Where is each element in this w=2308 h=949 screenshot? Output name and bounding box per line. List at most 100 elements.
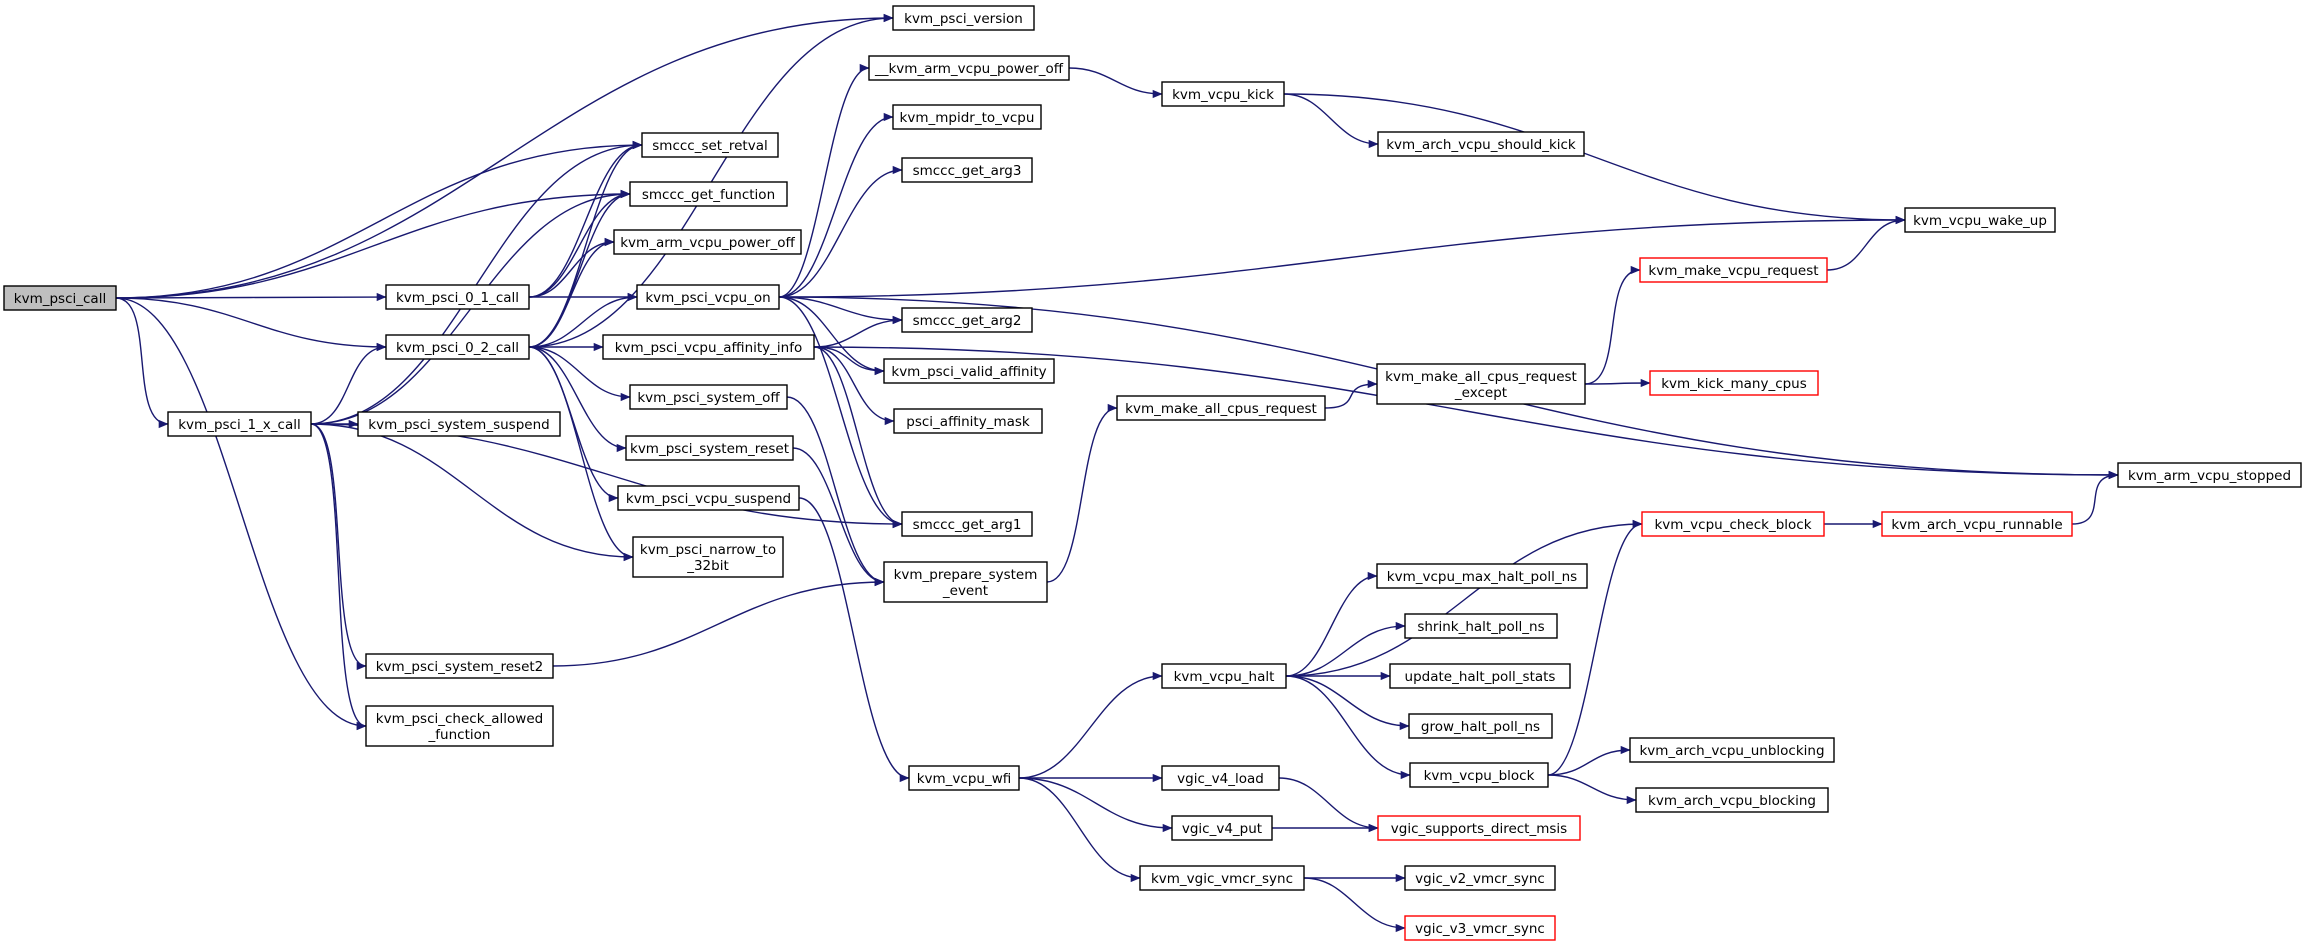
node-kvm-vgic-vmcr-sync[interactable]: kvm_vgic_vmcr_sync [1139,865,1305,891]
node-kvm-vcpu-max-halt-poll-ns[interactable]: kvm_vcpu_max_halt_poll_ns [1376,563,1588,589]
node-kvm-psci-system-reset[interactable]: kvm_psci_system_reset [625,435,794,461]
node-kvm-arm-vcpu-stopped[interactable]: kvm_arm_vcpu_stopped [2117,462,2302,488]
node-kvm-vcpu-wake-up[interactable]: kvm_vcpu_wake_up [1904,207,2056,233]
node-smccc-set-retval[interactable]: smccc_set_retval [641,132,779,158]
edge-kvm-psci-0-2-call-to-kvm-psci-system-off [528,346,631,402]
node-kvm-make-vcpu-request[interactable]: kvm_make_vcpu_request [1639,257,1828,283]
node-kvm-psci-vcpu-suspend[interactable]: kvm_psci_vcpu_suspend [617,485,800,511]
node-kvm-vcpu-kick[interactable]: kvm_vcpu_kick [1161,81,1285,107]
node-kvm-arch-vcpu-blocking[interactable]: kvm_arch_vcpu_blocking [1635,787,1829,813]
node-box [1404,865,1556,891]
node-label: smccc_get_arg1 [913,517,1022,533]
node-box [1904,207,2056,233]
edge-kvm-vcpu-wfi-to-vgic-v4-put [1018,777,1173,833]
node-smccc-get-arg2[interactable]: smccc_get_arg2 [901,307,1033,333]
node-box [893,408,1043,434]
node-box [1404,915,1556,941]
node-box [613,229,802,255]
edge-kvm-psci-call-to-kvm-psci-version [115,13,894,299]
node-vgic-v2-vmcr-sync[interactable]: vgic_v2_vmcr_sync [1404,865,1556,891]
node-label: psci_affinity_mask [906,414,1030,430]
node-label: kvm_psci_valid_affinity [891,364,1046,380]
node-label: smccc_set_retval [652,138,767,154]
node-kvm-psci-call[interactable]: kvm_psci_call [3,285,117,311]
node-kvm-arm-vcpu-power-off[interactable]: __kvm_arm_vcpu_power_off [868,55,1070,81]
edge-kvm-psci-1-x-call-to-smccc-get-arg1 [310,423,903,529]
node-kvm-psci-system-suspend[interactable]: kvm_psci_system_suspend [357,411,561,437]
node-kvm-arch-vcpu-unblocking[interactable]: kvm_arch_vcpu_unblocking [1629,737,1835,763]
node-kvm-arm-vcpu-power-off[interactable]: kvm_arm_vcpu_power_off [613,229,802,255]
node-box [901,157,1033,183]
node-box [892,104,1042,130]
node-shrink-halt-poll-ns[interactable]: shrink_halt_poll_ns [1404,613,1558,639]
node-kvm-psci-system-reset2[interactable]: kvm_psci_system_reset2 [365,653,554,679]
node-kvm-psci-valid-affinity[interactable]: kvm_psci_valid_affinity [883,358,1055,384]
node-box [385,284,530,310]
edge-kvm-psci-0-2-call-to-kvm-arm-vcpu-power-off [528,237,615,348]
node-label: kvm_arch_vcpu_should_kick [1386,137,1576,153]
node-box [2117,462,2302,488]
node-kvm-kick-many-cpus[interactable]: kvm_kick_many_cpus [1649,370,1819,396]
node-box [1389,663,1571,689]
node-kvm-psci-0-1-call[interactable]: kvm_psci_0_1_call [385,284,530,310]
node-label: kvm_arch_vcpu_runnable [1891,517,2062,533]
node-label: kvm_make_all_cpus_request [1385,369,1577,385]
node-smccc-get-arg3[interactable]: smccc_get_arg3 [901,157,1033,183]
edge-kvm-make-all-cpus-request-except-to-kvm-kick-many-cpus [1584,378,1651,388]
edge-kvm-psci-system-reset2-to-kvm-prepare-system-event [552,577,885,667]
node-kvm-vcpu-halt[interactable]: kvm_vcpu_halt [1161,663,1287,689]
node-kvm-psci-narrow-to-32bit[interactable]: kvm_psci_narrow_to_32bit [632,536,784,578]
edge-kvm-psci-1-x-call-to-kvm-psci-check-allowed-function [310,423,367,731]
node-grow-halt-poll-ns[interactable]: grow_halt_poll_ns [1408,713,1553,739]
node-label: kvm_psci_0_2_call [396,340,519,356]
edge-kvm-psci-system-off-to-kvm-prepare-system-event [786,396,885,587]
node-box [883,358,1055,384]
node-vgic-v3-vmcr-sync[interactable]: vgic_v3_vmcr_sync [1404,915,1556,941]
node-label: vgic_v3_vmcr_sync [1415,921,1545,937]
node-kvm-psci-version[interactable]: kvm_psci_version [892,5,1035,31]
node-vgic-supports-direct-msis[interactable]: vgic_supports_direct_msis [1377,815,1581,841]
node-kvm-psci-1-x-call[interactable]: kvm_psci_1_x_call [167,411,312,437]
edge-kvm-psci-vcpu-on-to-smccc-get-arg1 [778,296,903,529]
edge-kvm-psci-call-to-kvm-psci-0-1-call [115,292,387,302]
edge-kvm-psci-call-to-kvm-psci-0-2-call [115,297,387,352]
edge-kvm-psci-vcpu-suspend-to-kvm-vcpu-wfi [798,497,910,783]
node-box [632,536,784,578]
edge-kvm-psci-vcpu-on-to-kvm-arm-vcpu-power-off [778,63,870,298]
node-kvm-psci-system-off[interactable]: kvm_psci_system_off [629,384,788,410]
node-label: kvm_arm_vcpu_stopped [2128,468,2291,484]
node-kvm-arch-vcpu-runnable[interactable]: kvm_arch_vcpu_runnable [1881,511,2073,537]
node-label: kvm_psci_narrow_to [640,542,776,558]
node-label: kvm_vcpu_max_halt_poll_ns [1387,569,1577,585]
function-nodes: kvm_psci_call kvm_psci_version smccc_set_r… [3,5,2302,941]
edge-kvm-psci-call-to-kvm-psci-1-x-call [115,297,169,429]
node-kvm-mpidr-to-vcpu[interactable]: kvm_mpidr_to_vcpu [892,104,1042,130]
node-kvm-psci-0-2-call[interactable]: kvm_psci_0_2_call [385,334,530,360]
node-smccc-get-arg1[interactable]: smccc_get_arg1 [901,511,1033,537]
edge-kvm-psci-vcpu-on-to-smccc-get-arg3 [778,165,903,298]
node-label: smccc_get_arg3 [913,163,1022,179]
node-kvm-psci-vcpu-on[interactable]: kvm_psci_vcpu_on [636,284,780,310]
node-label: kvm_psci_system_reset2 [376,659,544,675]
node-box [629,384,788,410]
node-box [1881,511,2073,537]
node-kvm-vcpu-wfi[interactable]: kvm_vcpu_wfi [908,765,1020,791]
node-kvm-psci-check-allowed-function[interactable]: kvm_psci_check_allowed_function [365,705,554,747]
edge-kvm-vgic-vmcr-sync-to-vgic-v3-vmcr-sync [1303,877,1406,933]
node-vgic-v4-put[interactable]: vgic_v4_put [1171,815,1273,841]
node-kvm-make-all-cpus-request-except[interactable]: kvm_make_all_cpus_request_except [1376,363,1586,405]
node-kvm-make-all-cpus-request[interactable]: kvm_make_all_cpus_request [1116,395,1326,421]
node-box [908,765,1020,791]
node-kvm-arch-vcpu-should-kick[interactable]: kvm_arch_vcpu_should_kick [1377,131,1585,157]
node-label: kvm_psci_1_x_call [178,417,301,433]
edge-kvm-arch-vcpu-runnable-to-kvm-arm-vcpu-stopped [2071,470,2119,525]
node-label: kvm_vcpu_halt [1174,669,1275,685]
node-kvm-vcpu-check-block[interactable]: kvm_vcpu_check_block [1641,511,1825,537]
node-smccc-get-function[interactable]: smccc_get_function [629,181,788,207]
node-kvm-prepare-system-event[interactable]: kvm_prepare_system_event [883,561,1048,603]
node-update-halt-poll-stats[interactable]: update_halt_poll_stats [1389,663,1571,689]
node-kvm-psci-vcpu-affinity-info[interactable]: kvm_psci_vcpu_affinity_info [602,334,815,360]
node-psci-affinity-mask[interactable]: psci_affinity_mask [893,408,1043,434]
node-kvm-vcpu-block[interactable]: kvm_vcpu_block [1409,762,1549,788]
node-vgic-v4-load[interactable]: vgic_v4_load [1161,765,1280,791]
